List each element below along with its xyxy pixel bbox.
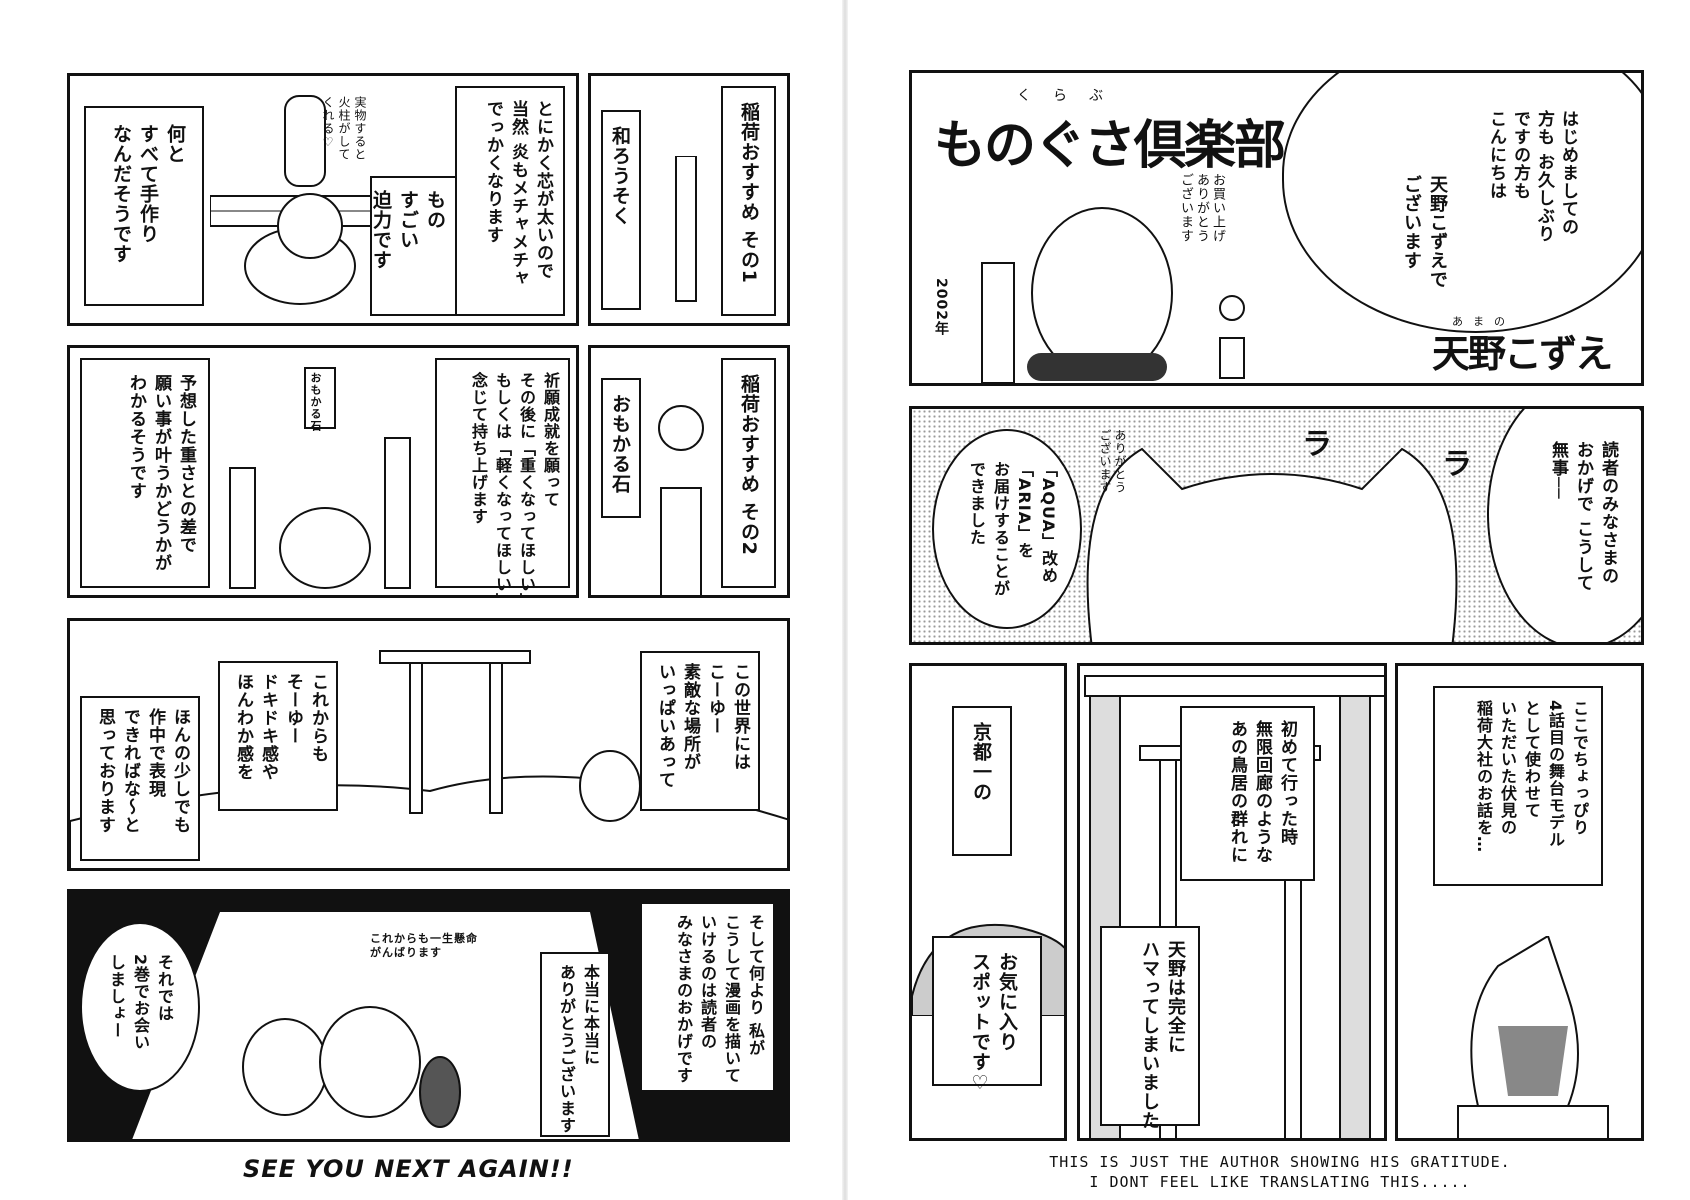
caption-text: お気に入り スポットです♡ [969,952,1018,1095]
panel-recommend-1: 和ろうそく 稲荷おすすめ その1 [588,73,790,326]
bubble-text: 天野こずえで ございます [1401,175,1448,289]
translator-note: THIS IS JUST THE AUTHOR SHOWING HIS GRAT… [980,1152,1580,1192]
caption-box: そして何より 私が こうして漫画を描いて いけるのは読者の みなさまのおかげです [640,902,775,1092]
spotlight-characters-illustration [132,912,639,1139]
panel-thanks: ありがとう ございます ラ ラ 「AQUA」改め 「ARIA」を お届けすること… [909,406,1644,645]
caption-box: ほんの少しでも 作中で表現 できればな〜と 思っております [80,696,200,861]
caption-text: ほんの少しでも 作中で表現 できればな〜と 思っております [95,708,190,834]
caption-text: おもかる石 [609,394,631,494]
thanks-text: お買い上げ ありがとう ございます [1178,173,1225,243]
panel-candle-workshop: 何と すべて手作り なんだそうです 実物すると 火柱がして くれる♡ もの すご… [67,73,579,326]
bubble-text: はじめましての 方も お久しぶり ですの方も こんにちは [1486,110,1578,243]
caption-box: 稲荷おすすめ その1 [721,86,776,316]
cat-and-shop-illustration [210,95,440,305]
author-name: 天野こずえ [1432,332,1613,376]
page-title: ものぐさ倶楽部 [934,116,1286,176]
caption-box: 稲荷おすすめ その2 [721,358,776,588]
caption-text: ここでちょっぴり 4話目の舞台モデル として使わせて いただいた伏見の 稲荷大社… [1474,700,1589,853]
caption-box: とにかく芯が太いので 当然 炎もメチャメチャ でっかくなります [455,86,565,316]
see-you-next-again-text: SEE YOU NEXT AGAIN!! [243,1155,574,1183]
speech-bubble: 読者のみなさまの おかげで こうして 無事── [1487,409,1641,642]
caption-text: 祈願成就を願って その後に「重くなってほしい」 もしくは「軽くなってほしい」と … [469,372,560,598]
caption-text: 本当に本当に ありがとうございます [557,964,600,1134]
caption-box: この世界には こーゆー 素敵な場所が いっぱいあって [640,651,760,811]
panel-title: くらぶ ものぐさ倶楽部 2002年 お買い上げ ありがとう ございます はじめま… [909,70,1644,386]
panel-torii-landscape: ほんの少しでも 作中で表現 できればな〜と 思っております これからも そーゆー… [67,618,790,871]
caption-box: おもかる石 [601,378,641,518]
caption-text: 初めて行った時 無限回廊のような あの鳥居の群れに [1227,720,1297,864]
caption-box: もの すごい 迫力です [370,176,460,316]
translator-note-line-2: I DONT FEEL LIKE TRANSLATING THIS..... [1089,1173,1471,1191]
caption-text: 和ろうそく [609,126,631,226]
panel-torii-gates: 初めて行った時 無限回廊のような あの鳥居の群れに 天野は完全に ハマってしまい… [1077,663,1387,1141]
caption-text: これからも そーゆー ドキドキ感や ほんわか感を [233,673,328,781]
caption-text: そして何より 私が こうして漫画を描いて いけるのは読者の みなさまのおかげです [674,914,765,1084]
stone-lantern-illustration [658,405,704,595]
speech-bubble: 「AQUA」改め 「ARIA」を お届けすることが できました [932,429,1082,629]
caption-box: 天野は完全に ハマってしまいました [1100,926,1200,1130]
page-gutter [842,0,848,1200]
panel-fushimi-inari: ここでちょっぴり 4話目の舞台モデル として使わせて いただいた伏見の 稲荷大社… [1395,663,1644,1141]
caption-text: この世界には こーゆー 素敵な場所が いっぱいあって [655,663,750,789]
caption-text: 稲荷おすすめ その2 [738,374,760,556]
caption-text: 予想した重さとの差で 願い事が叶うかどうかが わかるそうです [126,374,196,572]
title-ruby: くらぶ [1017,88,1125,104]
caption-box: お気に入り スポットです♡ [932,936,1042,1095]
sfx-ra: ラ [1302,427,1332,462]
caption-box: 祈願成就を願って その後に「重くなってほしい」 もしくは「軽くなってほしい」と … [435,358,570,595]
speech-bubble: はじめましての 方も お久しぶり ですの方も こんにちは 天野こずえで ございま… [1282,73,1641,333]
panel-farewell: それでは 2巻でお会い しましょー これからも一生懸命 がんばります 本当に本当… [67,889,790,1142]
cat-mascot-illustration [981,207,1173,383]
panel-recommend-2: おもかる石 稲荷おすすめ その2 [588,345,790,598]
caption-text: 稲荷おすすめ その1 [738,102,760,284]
caption-box: これからも そーゆー ドキドキ感や ほんわか感を [218,661,338,811]
bubble-text: 「AQUA」改め 「ARIA」を お届けすることが できました [967,461,1058,597]
caption-text: 京都一の [970,722,992,802]
caption-box: 京都一の [952,706,1012,856]
bubble-text: それでは 2巻でお会い しましょー [107,954,174,1052]
translator-note-line-1: THIS IS JUST THE AUTHOR SHOWING HIS GRAT… [1049,1153,1511,1171]
sfx-text: これからも一生懸命 がんばります [370,932,478,959]
caption-box: ここでちょっぴり 4話目の舞台モデル として使わせて いただいた伏見の 稲荷大社… [1433,686,1603,886]
cat-cheering-illustration [1086,447,1458,642]
caption-text: 天野は完全に ハマってしまいました [1139,940,1186,1130]
caption-box: 本当に本当に ありがとうございます [540,952,610,1137]
panel-kyoto: 京都一の お気に入り スポットです♡ [909,663,1067,1141]
panel-omokaru-stone: 予想した重さとの差で 願い事が叶うかどうかが わかるそうです おもかる石 祈願成… [67,345,579,598]
sign-text: おもかる石 [309,372,322,432]
caption-text: もの すごい 迫力です [370,190,446,270]
author-ruby: あまの [1452,315,1515,328]
scroll-text: 2002年 [933,278,949,336]
sfx-text: 実物すると 火柱がして くれる♡ [321,96,367,161]
caption-box: 和ろうそく [601,110,641,310]
candle-illustration [675,156,697,302]
caption-text: 何と すべて手作り なんだそうです [110,124,186,264]
incense-illustration [1219,295,1245,379]
bubble-text: 読者のみなさまの おかげで こうして 無事── [1548,441,1618,592]
caption-text: とにかく芯が太いので 当然 炎もメチャメチャ でっかくなります [483,100,553,287]
fox-statue-illustration [1457,936,1609,1138]
caption-box: 何と すべて手作り なんだそうです [84,106,204,306]
speech-bubble: それでは 2巻でお会い しましょー [80,922,200,1092]
caption-box: 初めて行った時 無限回廊のような あの鳥居の群れに [1180,706,1315,881]
stone-lanterns-and-cat-illustration [229,367,411,589]
caption-box: 予想した重さとの差で 願い事が叶うかどうかが わかるそうです [80,358,210,588]
sfx-ra: ラ [1442,447,1472,482]
sfx-text: ありがとう ございます [1098,429,1127,494]
